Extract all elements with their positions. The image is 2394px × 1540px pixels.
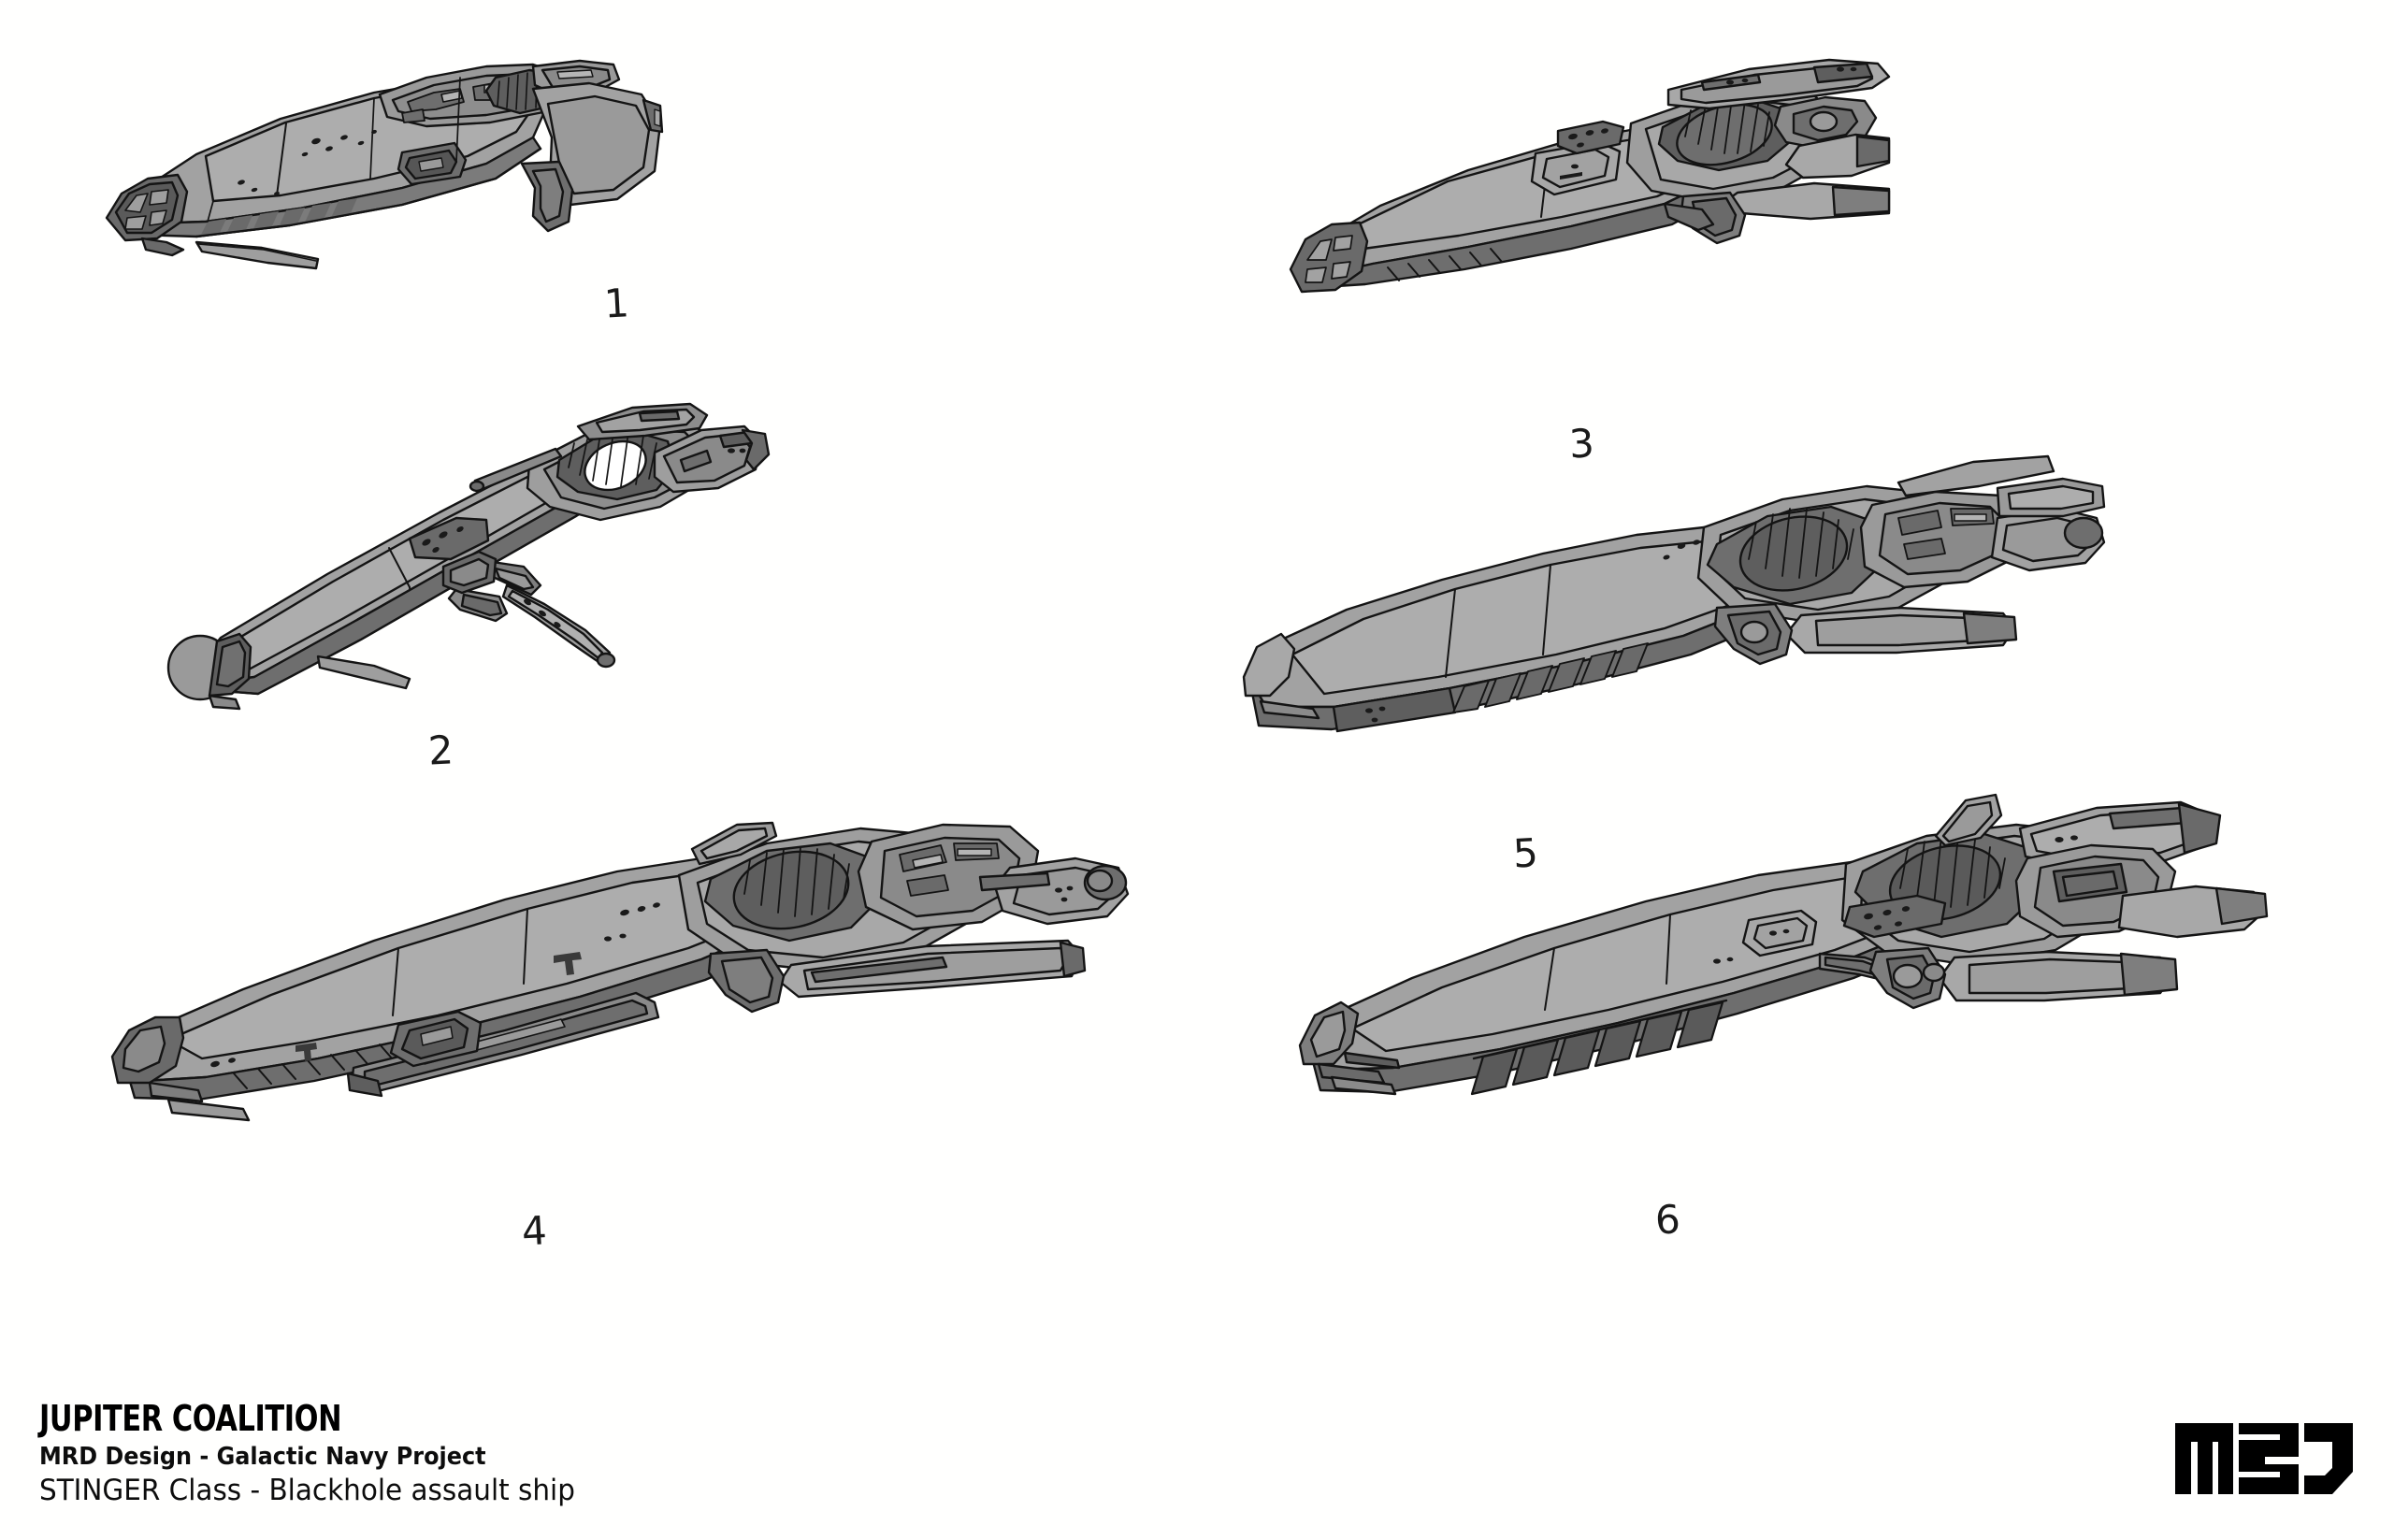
ship-figure-3[interactable]: 3	[1289, 56, 1891, 468]
ship-2-number: 2	[426, 727, 454, 774]
ship-3-number: 3	[1567, 420, 1595, 468]
organization-name: JUPITER COALITION	[39, 1398, 342, 1439]
title-block: JUPITER COALITION MRD Design - Galactic …	[39, 1401, 603, 1506]
ship-2-drawing	[166, 402, 771, 711]
ship-5-drawing	[1242, 454, 2106, 733]
ship-4-drawing	[110, 821, 1130, 1122]
ship-3-drawing	[1289, 58, 1891, 294]
ship-6-drawing	[1298, 793, 2269, 1096]
mrd-wordmark-icon	[2175, 1423, 2353, 1494]
ship-figure-1[interactable]: 1	[94, 51, 673, 327]
project-line: MRD Design - Galactic Navy Project	[39, 1443, 486, 1471]
studio-logo[interactable]	[2175, 1414, 2353, 1494]
ship-4-number: 4	[520, 1207, 548, 1255]
ship-1-drawing	[105, 59, 664, 270]
ship-figure-6[interactable]: 6	[1298, 793, 2310, 1244]
ship-6-number: 6	[1653, 1196, 1681, 1244]
ship-1-number: 1	[602, 280, 630, 327]
ship-class-line: STINGER Class - Blackhole assault ship	[39, 1474, 575, 1508]
ship-figure-2[interactable]: 2	[166, 402, 776, 774]
ship-figure-4[interactable]: 4	[110, 821, 1234, 1255]
ship-figure-5[interactable]: 5	[1242, 454, 2106, 877]
